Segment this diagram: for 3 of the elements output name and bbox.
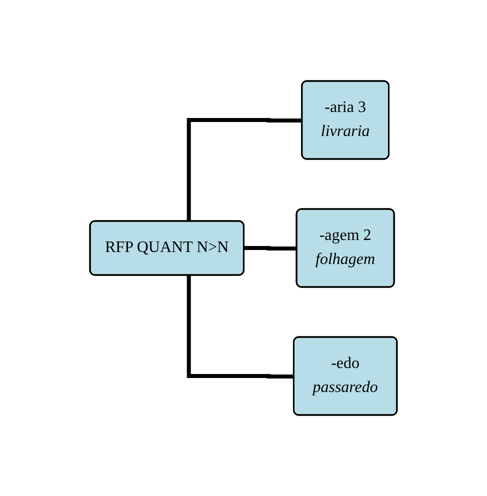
- connector: [186, 118, 302, 222]
- connector: [186, 276, 294, 378]
- connector: [242, 246, 298, 250]
